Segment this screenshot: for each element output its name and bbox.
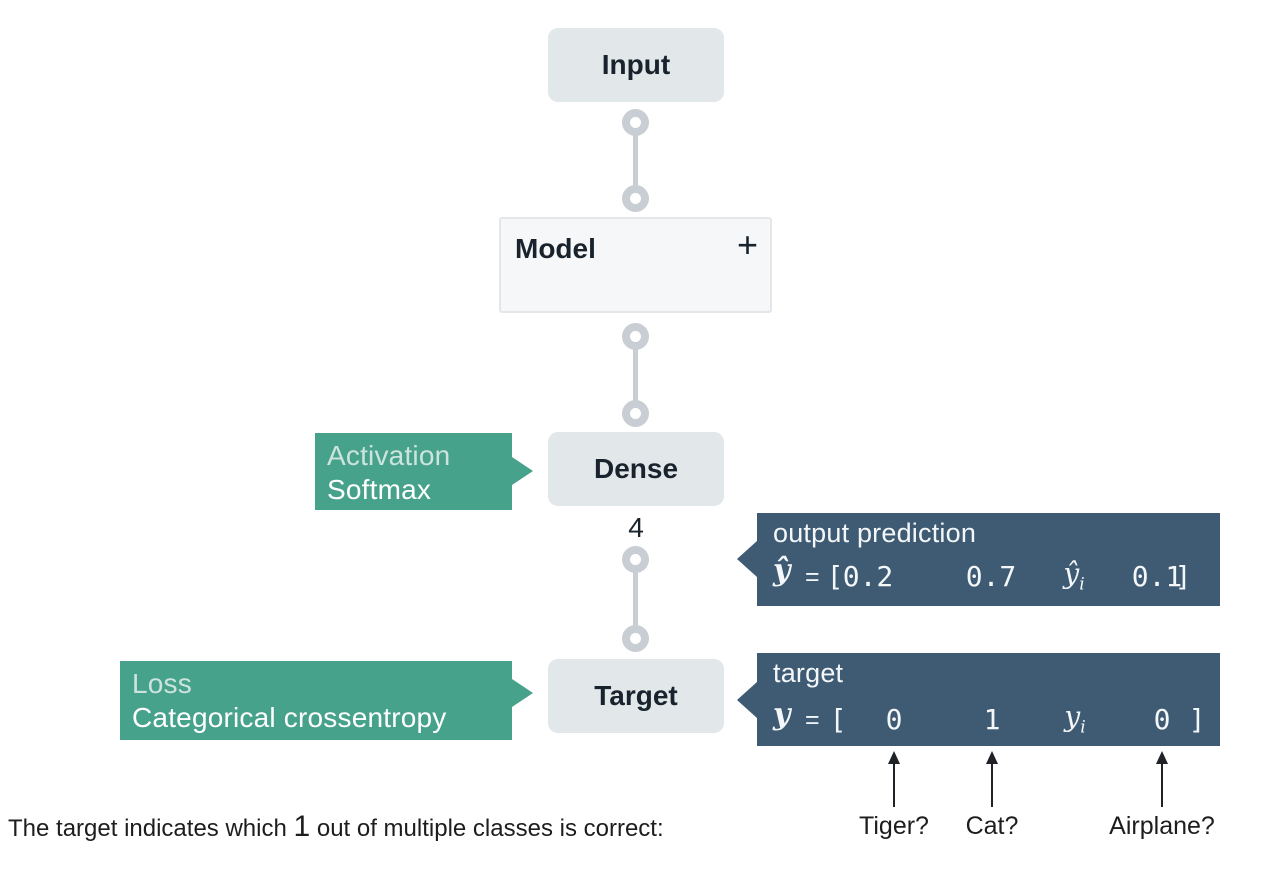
- dense-units-value: 4: [628, 512, 644, 543]
- node-input-label: Input: [601, 49, 671, 80]
- connector-wire: [633, 122, 638, 198]
- target-bracket-close: ]: [1188, 703, 1206, 736]
- node-target[interactable]: Target: [548, 659, 724, 733]
- node-dense-label: Dense: [593, 453, 679, 484]
- model-container[interactable]: Model +: [499, 217, 772, 313]
- activation-callout: Activation Softmax: [315, 433, 512, 510]
- target-bracket-open: [: [829, 703, 847, 736]
- activation-callout-pointer-icon: [512, 457, 533, 485]
- class-arrow-icon: [1156, 751, 1168, 807]
- output-annotation-title: output prediction: [773, 518, 977, 548]
- class-label-tiger: Tiger?: [859, 812, 929, 840]
- target-equals: =: [805, 706, 820, 734]
- footnote-text: The target indicates which 1 out of mult…: [8, 810, 664, 844]
- target-annotation-title: target: [773, 658, 844, 688]
- target-value-generic: yi: [1064, 700, 1086, 738]
- output-value: 0.7: [965, 560, 1017, 593]
- output-annotation-pointer-icon: [737, 541, 757, 577]
- footnote-highlight: 1: [293, 810, 311, 843]
- output-value: 0.1: [1131, 560, 1183, 593]
- connector-port-icon[interactable]: [622, 323, 649, 350]
- node-input[interactable]: Input: [548, 28, 724, 102]
- target-annotation: target y = [ 0 1 yi 0 ]: [757, 653, 1220, 746]
- output-value-generic: ŷi: [1063, 557, 1085, 595]
- target-value: 0: [885, 703, 903, 736]
- output-prediction-annotation: output prediction ŷ = [ 0.2 0.7 ŷi 0.1 ]: [757, 513, 1220, 606]
- loss-callout-pointer-icon: [512, 679, 533, 707]
- loss-callout-category: Loss: [132, 668, 192, 699]
- connector-port-icon[interactable]: [622, 109, 649, 136]
- activation-callout-category: Activation: [327, 440, 451, 471]
- model-container-label: Model: [515, 233, 596, 264]
- target-symbol: y: [773, 697, 791, 732]
- connector-wire: [633, 559, 638, 638]
- output-value: 0.2: [842, 560, 894, 593]
- add-layer-button[interactable]: +: [736, 224, 758, 265]
- loss-callout: Loss Categorical crossentropy: [120, 661, 512, 740]
- connector-port-icon[interactable]: [622, 546, 649, 573]
- connector-port-icon[interactable]: [622, 400, 649, 427]
- footnote-pre: The target indicates which: [8, 815, 294, 842]
- output-symbol: ŷ: [773, 553, 791, 588]
- output-bracket-close: ]: [1174, 560, 1192, 593]
- node-target-label: Target: [594, 680, 678, 711]
- activation-callout-value: Softmax: [327, 474, 432, 505]
- class-arrow-icon: [986, 751, 998, 807]
- target-value: 0: [1153, 703, 1171, 736]
- class-arrow-icon: [888, 751, 900, 807]
- class-label-airplane: Airplane?: [1109, 812, 1215, 840]
- output-bracket-open: [: [826, 560, 844, 593]
- class-label-cat: Cat?: [965, 812, 1019, 840]
- loss-callout-value: Categorical crossentropy: [132, 702, 447, 733]
- connector-port-icon[interactable]: [622, 185, 649, 212]
- footnote-post: out of multiple classes is correct:: [310, 815, 664, 842]
- node-dense[interactable]: Dense: [548, 432, 724, 506]
- target-annotation-pointer-icon: [737, 682, 757, 718]
- target-value: 1: [983, 703, 1001, 736]
- connector-port-icon[interactable]: [622, 625, 649, 652]
- connector-wire: [633, 336, 638, 413]
- output-equals: =: [805, 563, 820, 591]
